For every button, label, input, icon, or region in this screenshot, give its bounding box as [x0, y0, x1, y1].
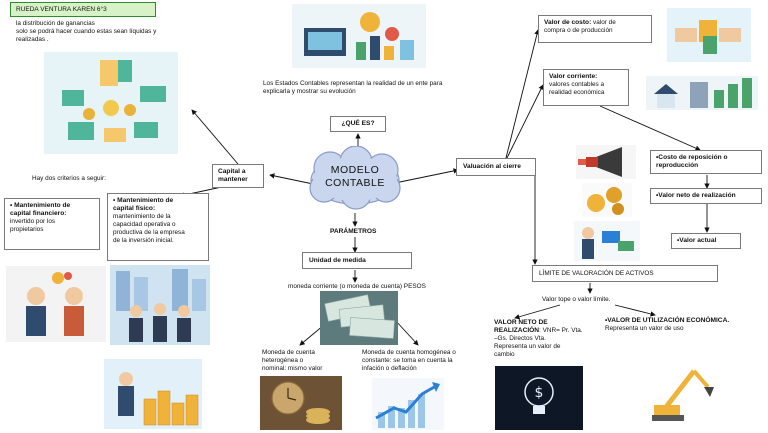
modelo-contable-cloud — [309, 146, 401, 210]
title-badge-text: RUEDA VENTURA KAREN 6°3 — [16, 6, 107, 13]
coins-businessman-image — [104, 359, 202, 429]
valor-tope-text: Valor tope o valor límite. — [542, 296, 611, 303]
unidad-medida-box: Unidad de medida — [302, 252, 412, 269]
currency-gears-image — [582, 183, 632, 217]
parametros-label: PARÁMETROS — [330, 228, 377, 235]
excavator-image — [648, 357, 722, 425]
criterios-text: Hay dos criterios a seguir: — [32, 175, 106, 182]
banknotes-image — [320, 291, 398, 345]
valor-costo-box: Valor de costo: valor de compra o de pro… — [538, 15, 652, 43]
svg-text:$: $ — [535, 385, 544, 401]
valor-actual-box: •Valor actual — [671, 233, 741, 249]
clock-coins-image — [260, 376, 342, 430]
valor-utilizacion-text: •VALOR DE UTILIZACIÓN ECONÓMICA. Represe… — [605, 317, 730, 332]
moneda-corriente-text: moneda corriente (o moneda de cuenta) PE… — [288, 283, 426, 290]
valuacion-cierre-box: Valuación al cierre — [456, 158, 536, 176]
team-image — [110, 265, 210, 345]
moneda-heterogenea-text: Moneda de cuenta heterogénea o nominal: … — [262, 349, 323, 372]
shopping-hands-image — [667, 8, 751, 62]
growth-arrow-image — [372, 378, 444, 430]
strategy-illustration — [292, 4, 426, 68]
vnr-text: VALOR NETO DE REALIZACIÓN: VNR= Pr. Vta.… — [494, 319, 583, 358]
businessmen-image — [6, 266, 106, 342]
megaphone-image — [576, 145, 636, 179]
que-es-description: Los Estados Contables representan la rea… — [263, 80, 443, 95]
capital-financiero-box: • Mantenimiento de capital financiero: i… — [4, 198, 100, 250]
limite-valoracion-box: LÍMITE DE VALORACIÓN DE ACTIVOS — [532, 265, 718, 282]
money-lightbulb-image: $ — [495, 366, 583, 430]
capital-mantener-box: Capital a mantener — [212, 164, 264, 188]
valor-corriente-box: Valor corriente: valores contables a rea… — [543, 69, 629, 106]
title-badge: RUEDA VENTURA KAREN 6°3 — [10, 2, 156, 17]
moneda-homogenea-text: Moneda de cuenta homogénea o constante: … — [362, 349, 456, 372]
capital-fisico-box: • Mantenimiento de capital físico: mante… — [107, 193, 209, 261]
modelo-contable-label: MODELO CONTABLE — [325, 164, 385, 189]
distribucion-text: la distribución de ganancias solo se pod… — [16, 20, 157, 43]
money-hands-image — [44, 52, 178, 154]
valor-neto-realizacion-box: •Valor neto de realización — [650, 188, 762, 204]
costo-reposicion-box: •Costo de reposición o reproducción — [650, 150, 762, 174]
payment-man-image — [574, 221, 640, 261]
que-es-box: ¿QUÉ ES? — [330, 116, 386, 132]
property-value-image — [646, 76, 758, 110]
